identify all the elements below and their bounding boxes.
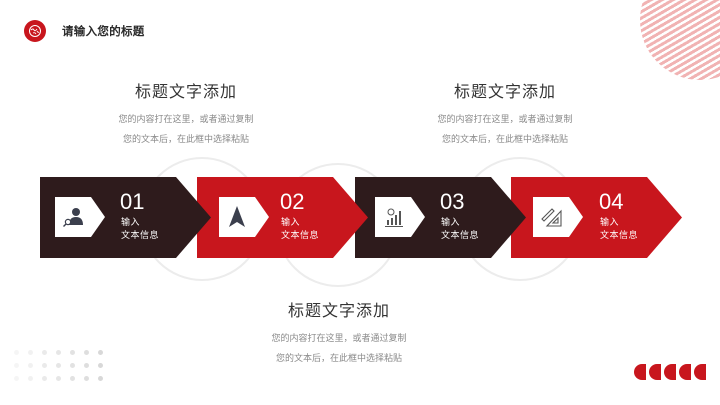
step-3: 03 输入 文本信息 <box>355 177 527 258</box>
block-line: 您的文本后，在此框中选择粘贴 <box>122 135 249 145</box>
text-block-3: 标题文字添加 您的内容打在这里，或者通过复制 您的文本后，在此框中选择粘贴 <box>239 297 439 369</box>
step-line1: 输入 <box>281 218 301 228</box>
step-number: 03 <box>440 189 465 214</box>
block-line: 您的内容打在这里，或者通过复制 <box>437 115 573 125</box>
text-block-2: 标题文字添加 您的内容打在这里，或者通过复制 您的文本后，在此框中选择粘贴 <box>405 78 605 150</box>
step-number: 02 <box>280 189 305 214</box>
step-line2: 文本信息 <box>281 231 320 241</box>
step-line1: 输入 <box>441 218 461 228</box>
block-line: 您的内容打在这里，或者通过复制 <box>118 115 254 125</box>
block-line: 您的文本后，在此框中选择粘贴 <box>441 135 568 145</box>
step-line2: 文本信息 <box>600 231 639 241</box>
block-line: 您的内容打在这里，或者通过复制 <box>271 334 407 344</box>
logo <box>24 20 46 42</box>
ruler-pencil-icon <box>541 208 562 227</box>
text-block-1: 标题文字添加 您的内容打在这里，或者通过复制 您的文本后，在此框中选择粘贴 <box>86 78 286 150</box>
block-title: 标题文字添加 <box>287 301 390 320</box>
step-number: 04 <box>599 189 624 214</box>
growth-chart-icon <box>385 208 403 227</box>
block-title: 标题文字添加 <box>453 82 556 101</box>
page-title: 请输入您的标题 <box>62 24 145 38</box>
block-title: 标题文字添加 <box>134 82 237 101</box>
step-number: 01 <box>120 189 145 214</box>
step-2: 02 输入 文本信息 <box>197 177 369 258</box>
block-line: 您的文本后，在此框中选择粘贴 <box>275 354 402 364</box>
decorative-dot-grid <box>14 350 112 381</box>
user-search-icon <box>63 208 83 227</box>
step-line1: 输入 <box>600 218 620 228</box>
puzzle-globe-icon <box>29 25 41 37</box>
step-1: 01 输入 文本信息 <box>40 177 212 258</box>
step-line2: 文本信息 <box>441 231 480 241</box>
step-4: 04 输入 文本信息 <box>511 177 683 258</box>
decorative-half-moons <box>634 364 706 380</box>
decorative-striped-circle <box>640 0 720 80</box>
step-line1: 输入 <box>121 218 141 228</box>
step-line2: 文本信息 <box>121 231 160 241</box>
navigation-arrow-icon <box>229 206 245 227</box>
